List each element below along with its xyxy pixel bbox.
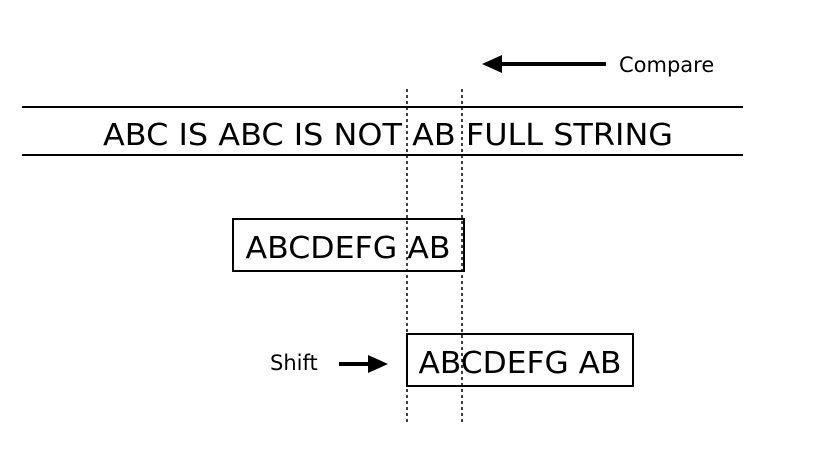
compare-label: Compare — [619, 53, 714, 77]
pattern-initial-text: ABCDEFG AB — [246, 231, 451, 266]
shift-label: Shift — [270, 351, 318, 375]
pattern-initial-box — [232, 218, 465, 272]
compare-arrow-icon — [482, 55, 606, 73]
pattern-shifted-text: ABCDEFG AB — [419, 346, 622, 381]
full-string-text: ABC IS ABC IS NOT AB FULL STRING — [103, 118, 673, 153]
shift-arrow-icon — [339, 355, 388, 373]
